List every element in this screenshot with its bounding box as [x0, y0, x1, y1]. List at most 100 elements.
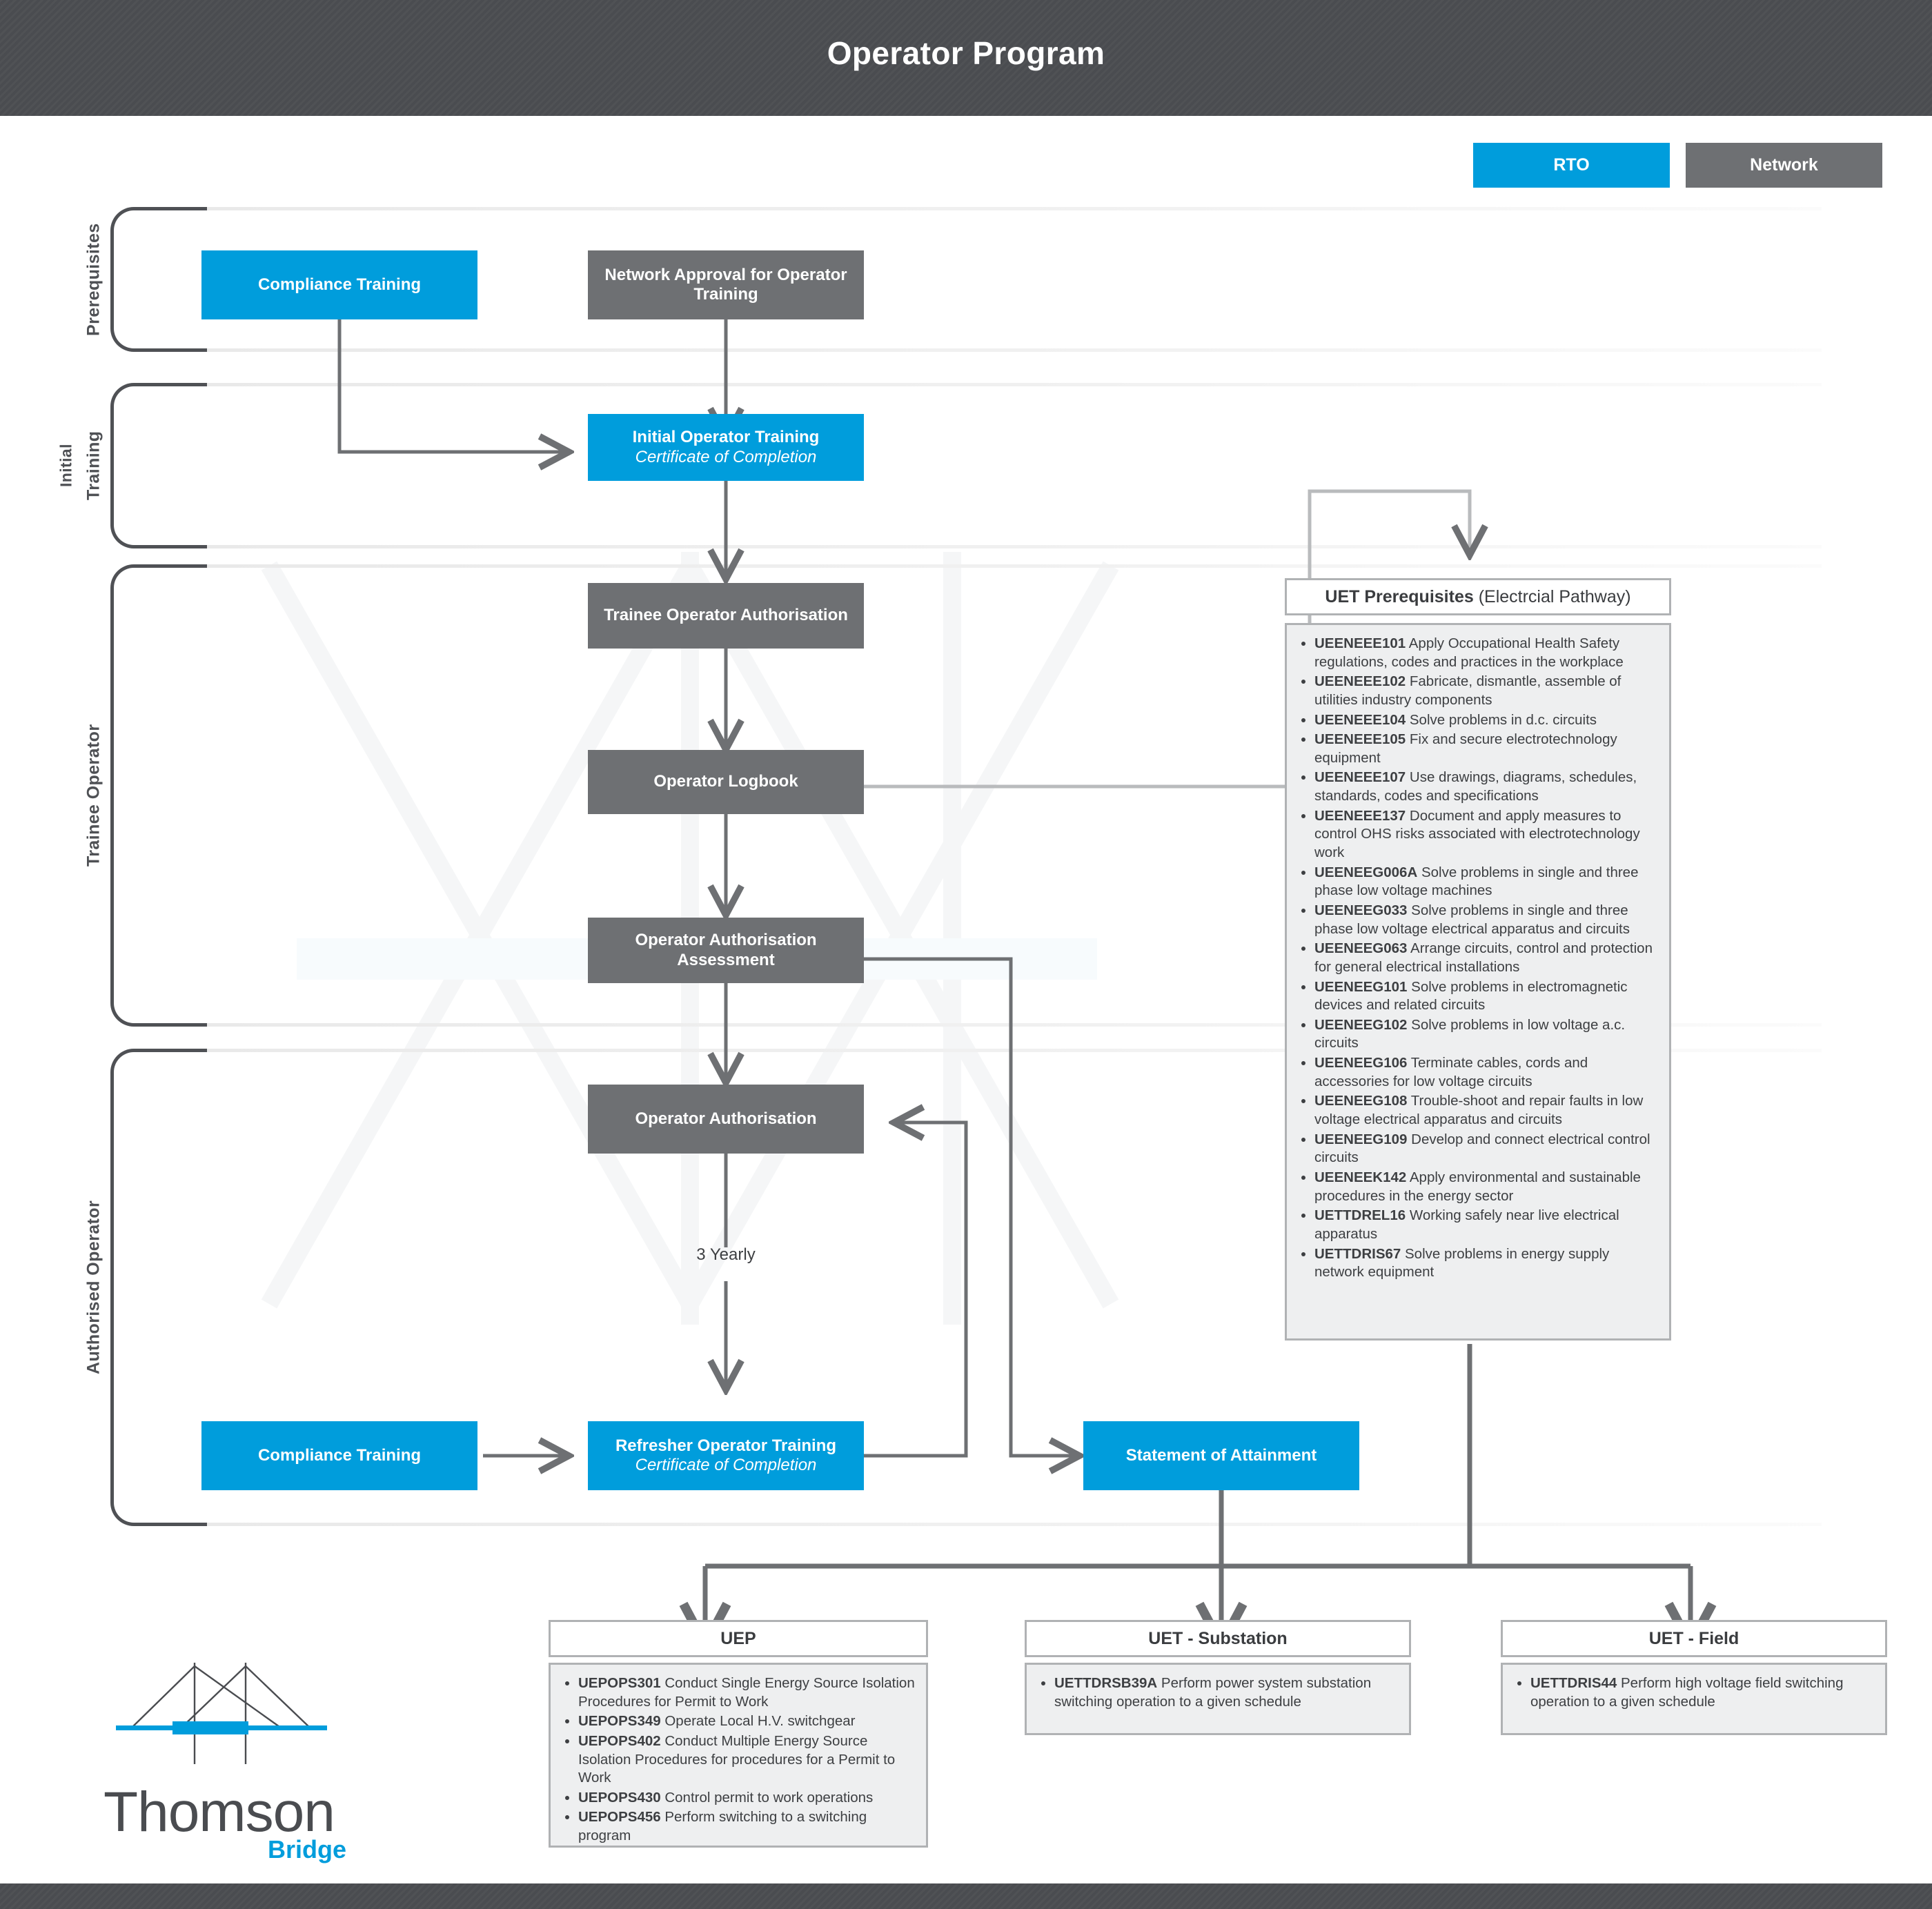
competency-text: Fabricate, dismantle, assemble of utilit…	[1314, 673, 1621, 708]
list-item: UEENEEG101 Solve problems in electromagn…	[1314, 978, 1661, 1015]
list-item: UEPOPS456 Perform switching to a switchi…	[578, 1808, 918, 1845]
competency-code: UETTDRIS44	[1530, 1675, 1617, 1691]
legend-chip-network[interactable]: Network	[1686, 143, 1882, 188]
competency-text: Use drawings, diagrams, schedules, stand…	[1314, 769, 1637, 804]
competency-code: UEENEEG108	[1314, 1093, 1408, 1109]
competency-text: Develop and connect electrical control c…	[1314, 1131, 1650, 1166]
list-item: UEENEEK142 Apply environmental and susta…	[1314, 1169, 1661, 1205]
logo-wordmark: Thomson	[103, 1781, 335, 1843]
competency-text: Solve problems in energy supply network …	[1314, 1245, 1610, 1280]
competency-text: Solve problems in low voltage a.c. circu…	[1314, 1016, 1626, 1051]
node-label: Network Approval for Operator Training	[604, 265, 847, 304]
node-compliance-training-authorised[interactable]: Compliance Training	[201, 1421, 477, 1490]
competency-code: UEENEEG006A	[1314, 864, 1418, 880]
panel-title-light: (Electrcial Pathway)	[1473, 586, 1631, 606]
competency-code: UETTDREL16	[1314, 1207, 1406, 1224]
list-item: UEENEEG102 Solve problems in low voltage…	[1314, 1016, 1661, 1053]
node-operator-authorisation[interactable]: Operator Authorisation	[588, 1085, 864, 1154]
panel-title-text: UET - Field	[1648, 1628, 1739, 1648]
node-label: Trainee Operator Authorisation	[604, 606, 848, 625]
competency-text: Control permit to work operations	[660, 1789, 874, 1806]
bridge-icon	[116, 1663, 327, 1764]
lane-rule-top-1	[207, 207, 1822, 210]
lane-label-prerequisites: Prerequisites	[83, 223, 103, 336]
node-statement-of-attainment[interactable]: Statement of Attainment	[1083, 1421, 1359, 1490]
competency-text: Trouble-shoot and repair faults in low v…	[1314, 1093, 1644, 1128]
node-trainee-operator-authorisation[interactable]: Trainee Operator Authorisation	[588, 583, 864, 649]
node-initial-operator-training[interactable]: Initial Operator Training Certificate of…	[588, 414, 864, 481]
list-item: UETTDRSB39A Perform power system substat…	[1054, 1674, 1401, 1711]
lane-initial-training	[110, 383, 1815, 548]
list-item: UETTDRIS67 Solve problems in energy supp…	[1314, 1245, 1661, 1282]
node-compliance-training-prereq[interactable]: Compliance Training	[201, 250, 477, 319]
list-item: UETTDREL16 Working safely near live elec…	[1314, 1207, 1661, 1243]
title-bar: Operator Program	[0, 0, 1932, 116]
lane-rule-top-3	[207, 564, 1822, 568]
competency-text: Apply Occupational Health Safety regulat…	[1314, 635, 1624, 670]
node-operator-authorisation-assessment[interactable]: Operator Authorisation Assessment	[588, 918, 864, 983]
list-uet-substation: UETTDRSB39A Perform power system substat…	[1027, 1665, 1409, 1719]
competency-code: UEPOPS349	[578, 1713, 661, 1730]
list-item: UEENEEG109 Develop and connect electrica…	[1314, 1131, 1661, 1167]
panel-title-uet-field: UET - Field	[1501, 1620, 1887, 1657]
competency-text: Document and apply measures to control O…	[1314, 807, 1640, 861]
logo-subword: Bridge	[267, 1835, 346, 1863]
list-item: UEPOPS402 Conduct Multiple Energy Source…	[578, 1732, 918, 1788]
competency-text: Solve problems in d.c. circuits	[1406, 711, 1597, 728]
lane-rule-top-2	[207, 383, 1822, 386]
node-label: Refresher Operator Training	[615, 1436, 837, 1455]
panel-body-uet-prerequisites: UEENEEE101 Apply Occupational Health Saf…	[1285, 623, 1671, 1341]
node-label: Compliance Training	[257, 1445, 422, 1465]
panel-title-uet-prerequisites: UET Prerequisites (Electrcial Pathway)	[1285, 578, 1671, 615]
competency-text: Solve problems in single and three phase…	[1314, 902, 1630, 937]
page-title: Operator Program	[827, 35, 1105, 71]
competency-code: UEPOPS402	[578, 1732, 661, 1749]
bottom-bar	[0, 1883, 1932, 1909]
list-item: UEENEEG108 Trouble-shoot and repair faul…	[1314, 1092, 1661, 1129]
competency-code: UEENEEE104	[1314, 711, 1406, 728]
competency-code: UEENEEE101	[1314, 635, 1406, 651]
node-refresher-operator-training[interactable]: Refresher Operator Training Certificate …	[588, 1421, 864, 1490]
list-item: UEENEEG106 Terminate cables, cords and a…	[1314, 1054, 1661, 1091]
lane-rule-bot-1	[207, 348, 1822, 352]
competency-code: UEENEEG106	[1314, 1055, 1408, 1071]
node-label: Initial Operator Training	[632, 428, 820, 447]
competency-text: Perform high voltage field switching ope…	[1530, 1675, 1844, 1710]
list-item: UEPOPS430 Control permit to work operati…	[578, 1789, 918, 1808]
node-label: Operator Logbook	[653, 772, 798, 791]
list-item: UEENEEE104 Solve problems in d.c. circui…	[1314, 711, 1661, 730]
legend-label-rto: RTO	[1553, 155, 1590, 175]
node-label: Compliance Training	[257, 275, 422, 294]
list-uep: UEPOPS301 Conduct Single Energy Source I…	[551, 1665, 926, 1846]
list-item: UEENEEE105 Fix and secure electrotechnol…	[1314, 731, 1661, 767]
list-uet-prerequisites: UEENEEE101 Apply Occupational Health Saf…	[1287, 625, 1669, 1290]
competency-text: Solve problems in electromagnetic device…	[1314, 978, 1628, 1013]
competency-text: Conduct Single Energy Source Isolation P…	[578, 1675, 915, 1710]
list-item: UEENEEG006A Solve problems in single and…	[1314, 864, 1661, 900]
competency-code: UEPOPS456	[578, 1809, 661, 1826]
list-item: UEENEEE101 Apply Occupational Health Saf…	[1314, 635, 1661, 671]
competency-code: UEPOPS430	[578, 1789, 661, 1806]
list-item: UEENEEG033 Solve problems in single and …	[1314, 902, 1661, 938]
node-sublabel: Certificate of Completion	[635, 1456, 817, 1474]
panel-body-uep: UEPOPS301 Conduct Single Energy Source I…	[549, 1663, 928, 1848]
competency-text: Solve problems in single and three phase…	[1314, 864, 1639, 899]
list-item: UEPOPS301 Conduct Single Energy Source I…	[578, 1674, 918, 1711]
competency-code: UEENEEG109	[1314, 1131, 1408, 1147]
node-operator-logbook[interactable]: Operator Logbook	[588, 750, 864, 814]
competency-code: UEENEEE107	[1314, 769, 1406, 786]
node-label: Operator Authorisation	[635, 1109, 817, 1128]
legend-label-network: Network	[1750, 155, 1818, 175]
panel-body-uet-field: UETTDRIS44 Perform high voltage field sw…	[1501, 1663, 1887, 1735]
node-label: Statement of Attainment	[1125, 1445, 1317, 1465]
list-item: UEENEEE107 Use drawings, diagrams, sched…	[1314, 769, 1661, 805]
legend-chip-rto[interactable]: RTO	[1473, 143, 1670, 188]
list-item: UEENEEE102 Fabricate, dismantle, assembl…	[1314, 673, 1661, 709]
competency-code: UEENEEK142	[1314, 1169, 1407, 1185]
competency-text: Conduct Multiple Energy Source Isolation…	[578, 1732, 896, 1786]
competency-code: UEENEEG033	[1314, 902, 1408, 918]
lane-label-initial-training-line2: Training	[83, 431, 103, 501]
node-network-approval-for-operator-training[interactable]: Network Approval for Operator Training	[588, 250, 864, 319]
competency-code: UEENEEG101	[1314, 978, 1408, 995]
panel-title-bold: UET Prerequisites	[1325, 586, 1474, 606]
